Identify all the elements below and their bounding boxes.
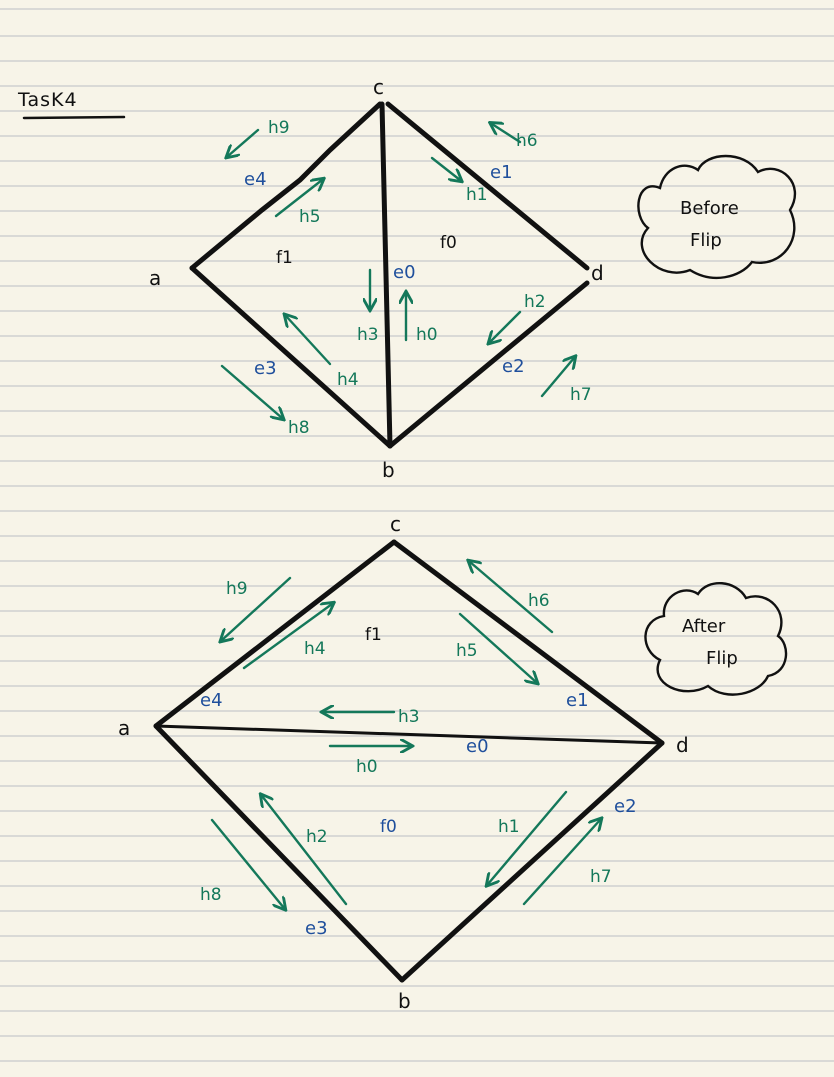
before-edge-e4 — [189, 101, 383, 271]
after-label-h7: h7 — [590, 867, 612, 887]
after-arrow-h7 — [522, 820, 600, 906]
before-label-h0: h0 — [416, 325, 438, 345]
after-label-h4: h4 — [304, 639, 326, 659]
before-face-f1: f1 — [276, 248, 293, 268]
before-vertex-b: b — [382, 458, 395, 482]
task-title: TasK4 — [17, 89, 78, 111]
before-label-h1: h1 — [466, 185, 488, 205]
before-vertex-c: c — [373, 75, 384, 99]
before-arrow-h7 — [540, 358, 574, 398]
before-edge-e3 — [189, 265, 393, 449]
before-label-e2: e2 — [502, 356, 525, 377]
before-arrow-h1 — [430, 156, 460, 180]
after-flip-mesh: c a d b f1 f0 e4 e1 e0 e2 e3 h9 h4 h6 h5… — [118, 512, 788, 1013]
after-label-e2: e2 — [614, 796, 637, 817]
after-label-h5: h5 — [456, 641, 478, 661]
before-label-h2: h2 — [524, 292, 546, 312]
after-vertex-c: c — [390, 512, 401, 536]
before-arrow-h2 — [490, 310, 522, 342]
before-label-h4: h4 — [337, 370, 359, 390]
after-cloud-line1: After — [682, 616, 726, 637]
before-arrow-h5 — [274, 180, 322, 218]
before-arrow-h8 — [220, 364, 282, 418]
after-label-e0: e0 — [466, 736, 489, 757]
before-face-f0: f0 — [440, 233, 457, 253]
before-edge-e1 — [385, 101, 590, 271]
after-vertex-a: a — [118, 716, 130, 740]
after-label-h6: h6 — [528, 591, 550, 611]
before-vertex-d: d — [591, 261, 604, 285]
after-arrow-h9 — [222, 576, 292, 640]
after-flip-cloud — [644, 581, 788, 696]
before-arrow-h9 — [228, 128, 260, 156]
before-label-h5: h5 — [299, 207, 321, 227]
before-edge-e2 — [387, 280, 590, 449]
before-label-e0: e0 — [393, 262, 416, 283]
after-face-f1: f1 — [365, 625, 382, 645]
after-cloud-line2: Flip — [706, 648, 738, 669]
after-edge-e2 — [399, 740, 665, 983]
after-label-h0: h0 — [356, 757, 378, 777]
after-edge-e3 — [153, 723, 405, 983]
before-flip-mesh: c a d b f1 f0 e4 e1 e0 e2 e3 h9 h5 h6 h1… — [149, 75, 797, 482]
before-label-h3: h3 — [357, 325, 379, 345]
after-vertex-b: b — [398, 989, 411, 1013]
before-cloud-line1: Before — [680, 198, 739, 219]
after-arrow-h5 — [458, 612, 536, 682]
before-vertex-a: a — [149, 266, 161, 290]
before-label-e3: e3 — [254, 358, 277, 379]
after-label-h8: h8 — [200, 885, 222, 905]
after-face-f0: f0 — [380, 817, 397, 837]
after-label-h1: h1 — [498, 817, 520, 837]
after-label-h3: h3 — [398, 707, 420, 727]
before-label-h7: h7 — [570, 385, 592, 405]
before-arrow-h4 — [286, 316, 332, 366]
after-label-h9: h9 — [226, 579, 248, 599]
after-edge-e1 — [391, 539, 665, 746]
before-arrow-h6 — [492, 124, 522, 144]
before-flip-cloud — [637, 154, 797, 279]
after-label-e3: e3 — [305, 918, 328, 939]
before-edge-e0 — [379, 101, 393, 449]
after-arrow-h8 — [210, 818, 284, 908]
before-label-e4: e4 — [244, 169, 267, 190]
before-label-h9: h9 — [268, 118, 290, 138]
after-label-h2: h2 — [306, 827, 328, 847]
after-arrow-h4 — [242, 604, 332, 670]
after-label-e4: e4 — [200, 690, 223, 711]
before-cloud-line2: Flip — [690, 230, 722, 251]
after-arrow-h1 — [488, 790, 568, 884]
after-arrow-h6 — [470, 562, 554, 634]
after-vertex-d: d — [676, 733, 689, 757]
title-underline — [22, 115, 126, 120]
after-edge-e0 — [154, 724, 664, 745]
after-arrow-h2 — [262, 796, 348, 906]
after-label-e1: e1 — [566, 690, 589, 711]
after-edge-e4 — [153, 539, 397, 729]
before-label-h6: h6 — [516, 131, 538, 151]
before-label-h8: h8 — [288, 418, 310, 438]
before-label-e1: e1 — [490, 162, 513, 183]
